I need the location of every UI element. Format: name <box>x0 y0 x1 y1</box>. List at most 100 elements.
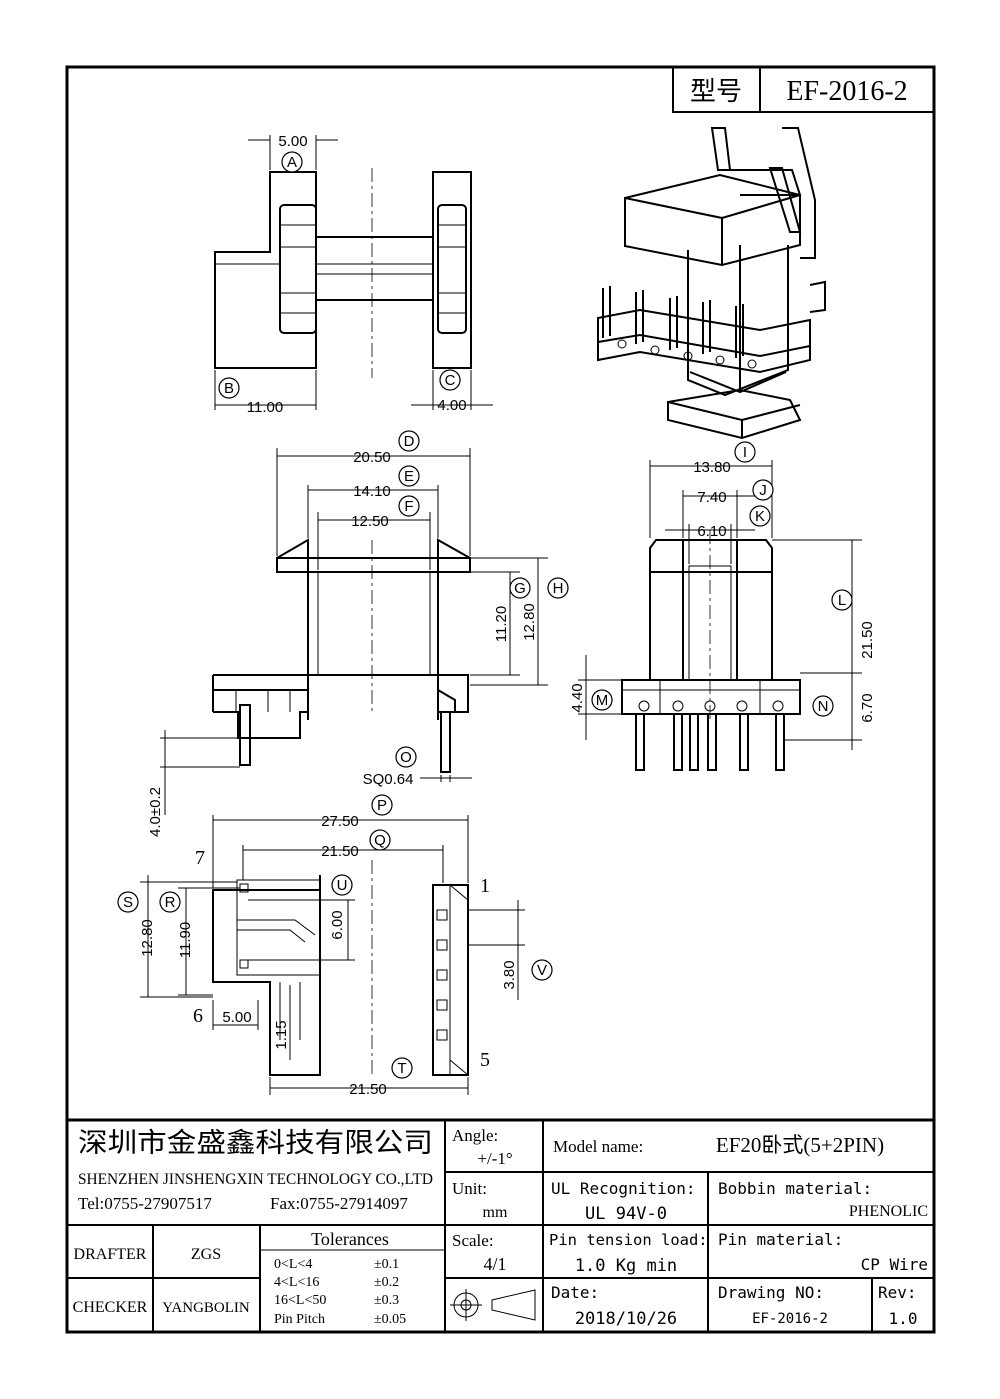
dim-P: 27.50 <box>321 813 359 830</box>
company-en: SHENZHEN JINSHENGXIN TECHNOLOGY CO.,LTD <box>78 1171 433 1188</box>
title-block: 深圳市金盛鑫科技有限公司 SHENZHEN JINSHENGXIN TECHNO… <box>67 1118 934 1332</box>
pin-5: 5 <box>480 1049 490 1071</box>
rev-value: 1.0 <box>889 1309 918 1328</box>
bubble-V: V <box>537 962 547 979</box>
dim-G: 11.20 <box>493 606 510 642</box>
angle-value: +/-1° <box>477 1149 512 1168</box>
dim-E: 14.10 <box>353 483 391 500</box>
dim-O: SQ0.64 <box>363 771 414 788</box>
drawing-no-value: EF-2016-2 <box>752 1311 828 1327</box>
checker-value: YANGBOLIN <box>162 1300 250 1316</box>
dim-pin-length: 4.0±0.2 <box>147 787 164 837</box>
model-name-value: EF20卧式(5+2PIN) <box>716 1133 884 1157</box>
bubble-L: L <box>838 592 846 609</box>
bubble-P: P <box>377 797 387 814</box>
pin-tension-label: Pin tension load: <box>549 1231 708 1249</box>
dim-R: 11.90 <box>177 922 194 958</box>
company-tel: Tel:0755-27907517 <box>78 1194 212 1213</box>
dim-F: 12.50 <box>351 513 389 530</box>
tol-range-2: 4<L<16 <box>274 1275 319 1290</box>
company-cn: 深圳市金盛鑫科技有限公司 <box>78 1128 433 1158</box>
bubble-D: D <box>404 433 415 450</box>
bubble-N: N <box>818 698 829 715</box>
isometric-view <box>597 127 826 440</box>
dim-D: 20.50 <box>353 449 391 466</box>
dim-L: 21.50 <box>859 621 876 659</box>
dim-N: 6.70 <box>859 693 876 722</box>
dim-1-15: 1.15 <box>273 1020 290 1049</box>
bubble-U: U <box>337 877 348 894</box>
pin-7: 7 <box>195 847 205 869</box>
bubble-O: O <box>400 749 412 766</box>
tol-range-4: Pin Pitch <box>274 1312 325 1327</box>
bubble-F: F <box>404 498 413 515</box>
bubble-E: E <box>404 468 414 485</box>
dim-5-00: 5.00 <box>222 1009 251 1026</box>
drawing-no-label: Drawing NO: <box>718 1283 824 1302</box>
projection-symbol <box>450 1289 536 1321</box>
company-fax: Fax:0755-27914097 <box>270 1194 408 1213</box>
bubble-H: H <box>553 580 564 597</box>
dim-I: 13.80 <box>693 459 731 476</box>
pin-6: 6 <box>193 1005 203 1027</box>
part-number: EF-2016-2 <box>786 76 907 107</box>
dim-Q: 21.50 <box>321 843 359 860</box>
tol-value-2: ±0.2 <box>374 1275 399 1290</box>
type-label: 型号 <box>690 76 742 106</box>
scale-value: 4/1 <box>483 1254 506 1274</box>
bobbin-material-label: Bobbin material: <box>718 1179 872 1198</box>
scale-label: Scale: <box>452 1231 494 1250</box>
dim-H: 12.80 <box>521 603 538 641</box>
checker-label: CHECKER <box>73 1299 148 1316</box>
dim-T: 21.50 <box>349 1081 387 1098</box>
dim-M: 4.40 <box>569 683 586 712</box>
top-view: 5.00 A 11.00 B 4.00 C <box>214 133 493 416</box>
unit-value: mm <box>483 1204 508 1221</box>
bottom-view: 27.50 P 21.50 Q 12.80 S 11.90 R 6.00 U <box>117 794 553 1098</box>
date-value: 2018/10/26 <box>575 1309 677 1329</box>
bubble-K: K <box>755 508 765 525</box>
side-view: 13.80 I 7.40 J 6.10 K 21.50 L 6.70 N 4.4… <box>569 441 876 771</box>
dim-K: 6.10 <box>697 523 726 540</box>
bubble-S: S <box>123 894 133 911</box>
ul-recognition-value: UL 94V-0 <box>585 1204 667 1224</box>
pin-1: 1 <box>480 875 490 897</box>
bubble-C: C <box>445 372 456 389</box>
bubble-I: I <box>743 444 747 461</box>
bobbin-material-value: PHENOLIC <box>849 1203 928 1220</box>
sheet-border <box>65 65 936 1334</box>
dim-U: 6.00 <box>329 910 346 939</box>
drafter-value: ZGS <box>191 1246 221 1263</box>
unit-label: Unit: <box>452 1179 487 1198</box>
ul-recognition-label: UL Recognition: <box>551 1179 696 1198</box>
bubble-T: T <box>397 1060 406 1077</box>
tol-value-1: ±0.1 <box>374 1257 399 1272</box>
drafter-label: DRAFTER <box>74 1246 147 1263</box>
bubble-M: M <box>596 692 609 709</box>
pin-material-label: Pin material: <box>718 1230 843 1249</box>
angle-label: Angle: <box>452 1126 498 1145</box>
part-number-box: 型号 EF-2016-2 <box>672 66 935 113</box>
bubble-B: B <box>224 380 234 397</box>
bubble-Q: Q <box>374 832 386 849</box>
dim-J: 7.40 <box>697 489 726 506</box>
tol-range-1: 0<L<4 <box>274 1257 312 1272</box>
dim-B: 11.00 <box>247 399 283 416</box>
tol-value-3: ±0.3 <box>374 1293 399 1308</box>
dim-S: 12.80 <box>139 919 156 957</box>
pin-material-value: CP Wire <box>861 1255 928 1274</box>
tolerances-label: Tolerances <box>311 1229 389 1249</box>
bubble-R: R <box>165 894 176 911</box>
rev-label: Rev: <box>878 1283 917 1302</box>
pin-tension-value: 1.0 Kg min <box>575 1256 677 1276</box>
dim-V: 3.80 <box>501 960 518 989</box>
dim-C: 4.00 <box>437 397 466 414</box>
bubble-G: G <box>514 580 526 597</box>
date-label: Date: <box>551 1283 599 1302</box>
bubble-A: A <box>287 154 297 171</box>
model-name-label: Model name: <box>553 1137 643 1156</box>
tol-value-4: ±0.05 <box>374 1312 406 1327</box>
bubble-J: J <box>759 482 767 499</box>
tol-range-3: 16<L<50 <box>274 1293 326 1308</box>
